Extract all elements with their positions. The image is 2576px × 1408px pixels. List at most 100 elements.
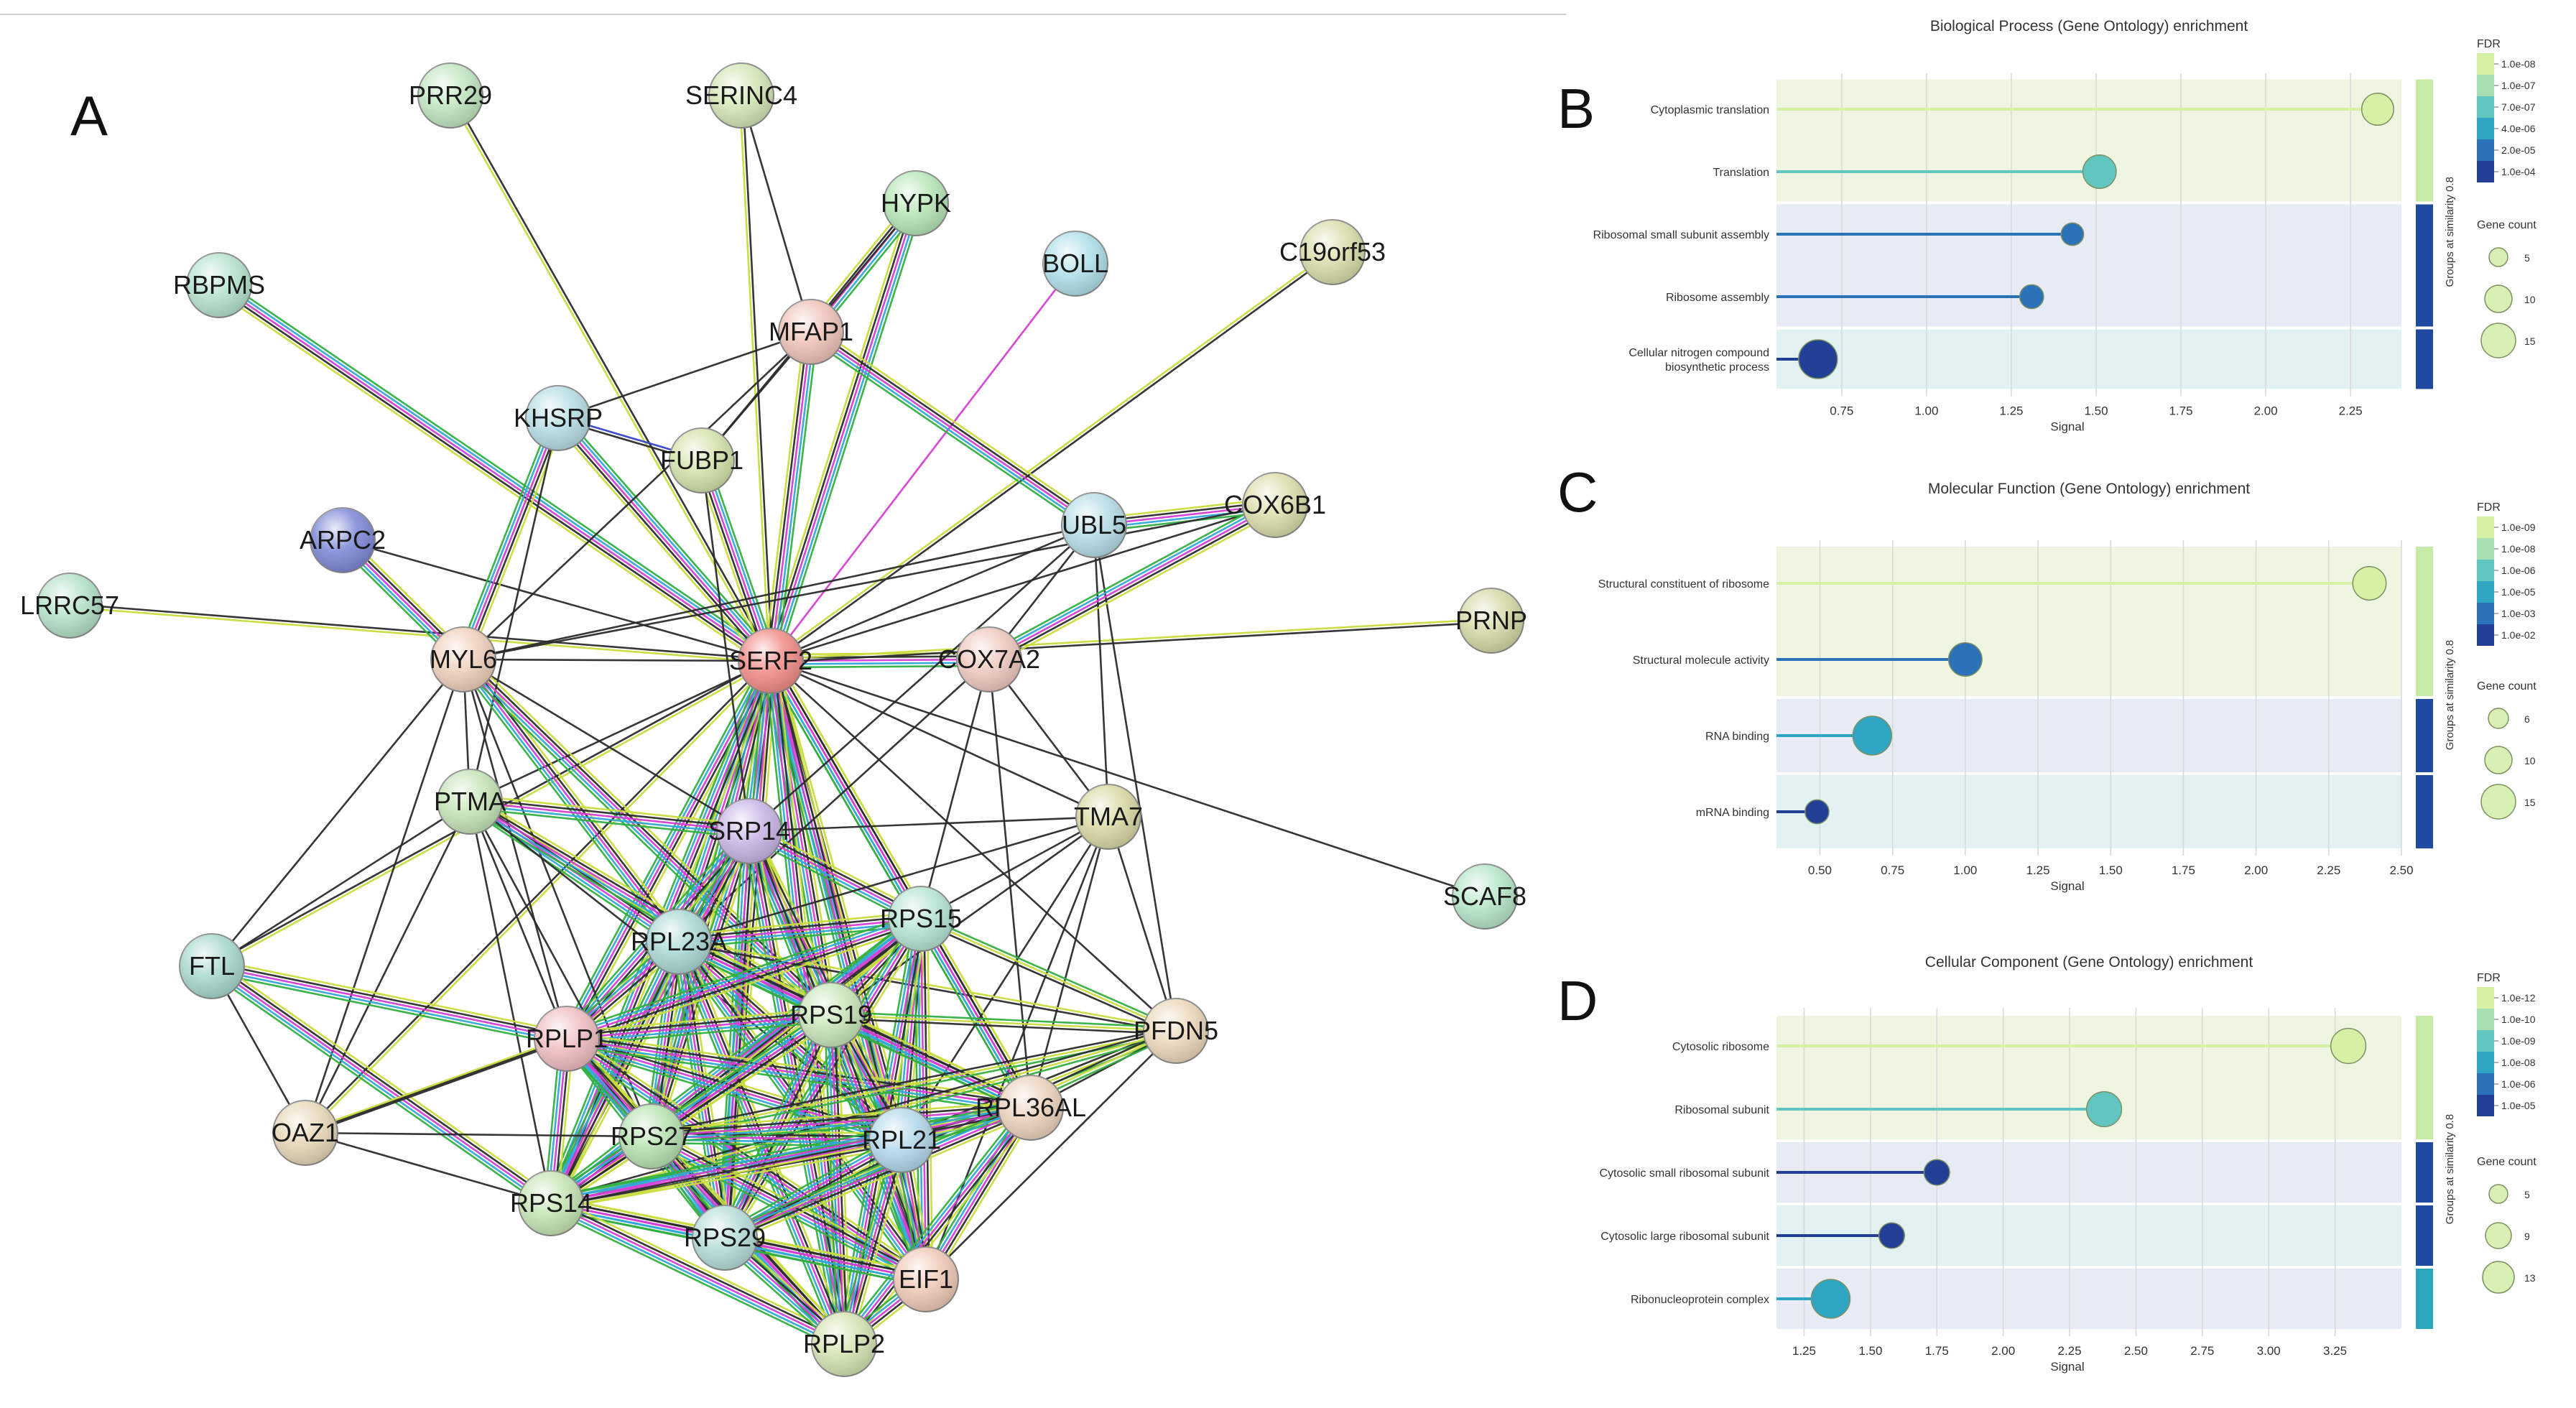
edge-line xyxy=(930,1111,1037,1284)
group-band xyxy=(1776,204,2401,327)
edge-line xyxy=(770,659,1109,818)
term-row: mRNA binding xyxy=(1696,799,1830,825)
node-rps29: RPS29 xyxy=(684,1205,766,1271)
node-highlight xyxy=(310,508,375,573)
edge-line xyxy=(570,1032,930,1275)
node-rps19: RPS19 xyxy=(790,982,872,1048)
edge-line xyxy=(551,1110,1032,1208)
node-label: RBPMS xyxy=(173,270,265,300)
edge-line xyxy=(550,1202,845,1346)
node-label: RPS29 xyxy=(684,1223,766,1252)
term-row: Cytosolic ribosome xyxy=(1672,1027,2367,1065)
edge-line xyxy=(651,1106,1032,1138)
edge-ptma-srp14 xyxy=(468,794,751,839)
edge-line xyxy=(566,1011,831,1037)
edge-line xyxy=(683,937,932,1277)
edge-line xyxy=(771,252,1335,663)
node-serinc4: SERINC4 xyxy=(685,62,797,129)
node-label: RPS27 xyxy=(611,1121,692,1151)
group-band xyxy=(1776,547,2401,696)
edge-line xyxy=(571,663,778,1042)
count-legend-label: 6 xyxy=(2524,713,2530,725)
count-legend-label: 15 xyxy=(2524,335,2536,347)
edge-line xyxy=(770,504,1276,662)
term-row: Ribosome assembly xyxy=(1666,284,2044,310)
edge-serf2-prnp xyxy=(770,618,1492,664)
edge-serf2-c19orf53 xyxy=(769,250,1335,663)
edge-line xyxy=(726,1016,835,1240)
term-row: Ribosomal subunit xyxy=(1674,1090,2123,1128)
node-highlight xyxy=(1243,473,1307,537)
fdr-legend-swatch xyxy=(2477,560,2494,581)
node-highlight xyxy=(738,629,803,693)
edge-line xyxy=(651,1103,1031,1134)
edge-line xyxy=(552,1145,903,1211)
node-rpl23a: RPL23A xyxy=(631,909,727,975)
node-highlight xyxy=(812,1312,876,1376)
node-highlight xyxy=(884,171,948,236)
edge-myl6-ftl xyxy=(210,659,465,967)
edge-line xyxy=(776,332,819,662)
fdr-legend-swatch xyxy=(2477,96,2494,118)
panel-label-c: C xyxy=(1557,460,1598,524)
edge-line xyxy=(723,1103,1030,1236)
fdr-legend-label: 1.0e-02 xyxy=(2501,629,2536,641)
term-row: Structural constituent of ribosome xyxy=(1598,566,2387,601)
edge-line xyxy=(303,659,771,1133)
node-highlight xyxy=(37,573,102,638)
edge-serf2-hypk xyxy=(764,200,923,664)
edge-line xyxy=(723,1240,926,1284)
edge-line xyxy=(763,330,806,661)
edge-line xyxy=(463,504,1276,661)
edge-rps19-pfdn5 xyxy=(830,1011,1177,1035)
x-tick-label: 1.75 xyxy=(2172,863,2195,877)
edge-line xyxy=(470,797,750,829)
edge-line xyxy=(544,938,675,1201)
lollipop-dot xyxy=(2019,284,2044,310)
edge-line xyxy=(808,333,1093,529)
node-label: KHSRP xyxy=(514,403,603,432)
edge-line xyxy=(552,1199,846,1343)
node-rpl21: RPL21 xyxy=(862,1107,941,1173)
edge-serf2-ptma xyxy=(469,659,772,803)
edge-line xyxy=(766,331,809,661)
edge-line xyxy=(304,801,471,1134)
fdr-legend-swatch xyxy=(2477,987,2494,1009)
edge-cox6b1-cox7a2 xyxy=(986,498,1279,667)
edge-line xyxy=(677,911,921,937)
edge-line xyxy=(554,923,926,1210)
fdr-legend-label: 1.0e-06 xyxy=(2501,565,2536,576)
edge-line xyxy=(925,1030,1177,1280)
edge-rpl36al-rplp2 xyxy=(838,1103,1037,1349)
edge-line xyxy=(211,965,567,1040)
edge-line xyxy=(848,1111,1037,1349)
node-label: EIF1 xyxy=(899,1264,953,1294)
edge-line xyxy=(741,95,774,661)
node-highlight xyxy=(894,1247,958,1312)
x-tick-label: 2.25 xyxy=(2317,863,2340,877)
edge-line xyxy=(724,1236,927,1281)
edge-line xyxy=(650,1027,1176,1134)
x-tick-label: 2.25 xyxy=(2057,1344,2081,1358)
edge-line xyxy=(830,1014,1032,1109)
node-highlight xyxy=(1453,864,1517,929)
fdr-legend-swatch xyxy=(2477,581,2494,603)
edge-line xyxy=(216,287,770,664)
term-label: Structural constituent of ribosome xyxy=(1598,578,1769,590)
term-row: Cytoplasmic translation xyxy=(1651,92,2394,126)
count-legend-label: 9 xyxy=(2524,1231,2530,1242)
edge-serf2-rbpms xyxy=(215,279,775,667)
edge-line xyxy=(305,1131,652,1138)
edge-line xyxy=(749,524,1095,832)
fdr-legend-swatch xyxy=(2477,1030,2494,1052)
edge-line xyxy=(469,659,772,803)
node-highlight xyxy=(957,627,1021,692)
node-scaf8: SCAF8 xyxy=(1443,863,1526,930)
node-label: RPS14 xyxy=(510,1188,592,1218)
term-label: Cytosolic large ribosomal subunit xyxy=(1600,1231,1769,1243)
node-highlight xyxy=(869,1108,934,1172)
edge-line xyxy=(566,917,922,1040)
edge-line xyxy=(770,659,1486,898)
node-arpc2: ARPC2 xyxy=(300,507,386,573)
